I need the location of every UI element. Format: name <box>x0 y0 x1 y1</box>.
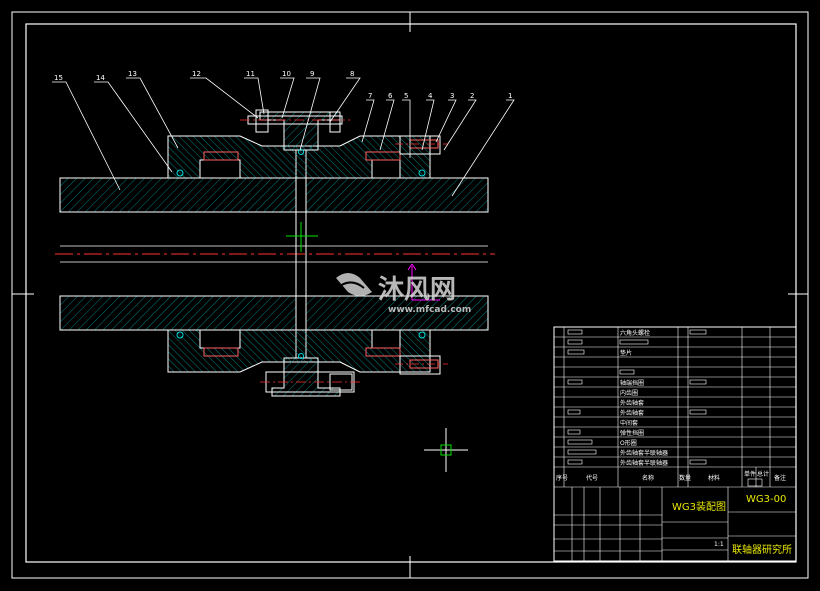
part-label-1: 1 <box>508 92 512 100</box>
bom-header-qty: 数量 <box>679 474 691 482</box>
bom-row-name: 外齿轴套 <box>620 409 644 417</box>
bom-row-name: 弹性挡圈 <box>620 429 644 437</box>
bom-row-name: 内齿圈 <box>620 389 638 397</box>
part-label-8: 8 <box>350 70 354 78</box>
drawing-scale: 1:1 <box>714 541 724 548</box>
watermark-url: www.mfcad.com <box>388 305 471 315</box>
institute-name: 联轴器研究所 <box>732 543 792 556</box>
cursor-crosshair <box>424 428 468 472</box>
title-block: 六角头螺栓 垫片 轴端挡圈 内齿圈 外齿轴套 外齿轴套 中间套 弹性挡圈 O形圈… <box>553 326 797 562</box>
watermark-text: 沐风网 <box>378 275 456 305</box>
watermark: 沐风网 www.mfcad.com <box>336 273 471 315</box>
coupling-section-view <box>55 109 495 397</box>
bom-header-unit: 单件 <box>744 470 756 478</box>
part-labels: 15 14 13 12 11 10 9 8 7 6 5 4 3 2 1 <box>54 70 512 100</box>
bom-header-material: 材料 <box>708 474 720 482</box>
part-label-9: 9 <box>310 70 314 78</box>
bom-row-name: O形圈 <box>620 439 637 447</box>
bom-row-name: 六角头螺栓 <box>620 329 650 337</box>
part-label-7: 7 <box>368 92 372 100</box>
leader-lines <box>52 77 515 197</box>
bom-row-name: 中间套 <box>620 419 638 427</box>
part-label-14: 14 <box>96 74 105 82</box>
part-label-11: 11 <box>246 70 255 78</box>
drawing-number: WG3-00 <box>746 494 786 505</box>
bom-header-name: 名称 <box>642 474 654 482</box>
bom-row-name: 垫片 <box>620 349 632 357</box>
part-label-12: 12 <box>192 70 201 78</box>
part-label-2: 2 <box>470 92 474 100</box>
part-label-10: 10 <box>282 70 291 78</box>
drawing-title: WG3装配图 <box>672 500 726 513</box>
bom-row-name: 外齿轴套半联轴器 <box>620 449 668 457</box>
bom-row-name: 外齿轴套半联轴器 <box>620 459 668 467</box>
bom-row-name: 外齿轴套 <box>620 399 644 407</box>
inner-frame <box>25 23 797 563</box>
bom-header-total: 总计 <box>757 470 769 478</box>
centering-marks <box>12 12 808 578</box>
part-label-13: 13 <box>128 70 137 78</box>
bom-header-seq: 序号 <box>556 474 568 482</box>
bom-header-remark: 备注 <box>774 474 786 482</box>
part-label-4: 4 <box>428 92 433 100</box>
part-label-3: 3 <box>450 92 454 100</box>
bom-header-code: 代号 <box>586 474 598 482</box>
part-label-6: 6 <box>388 92 393 100</box>
bom-row-name: 轴端挡圈 <box>620 379 644 387</box>
part-label-15: 15 <box>54 74 63 82</box>
part-label-5: 5 <box>404 92 408 100</box>
